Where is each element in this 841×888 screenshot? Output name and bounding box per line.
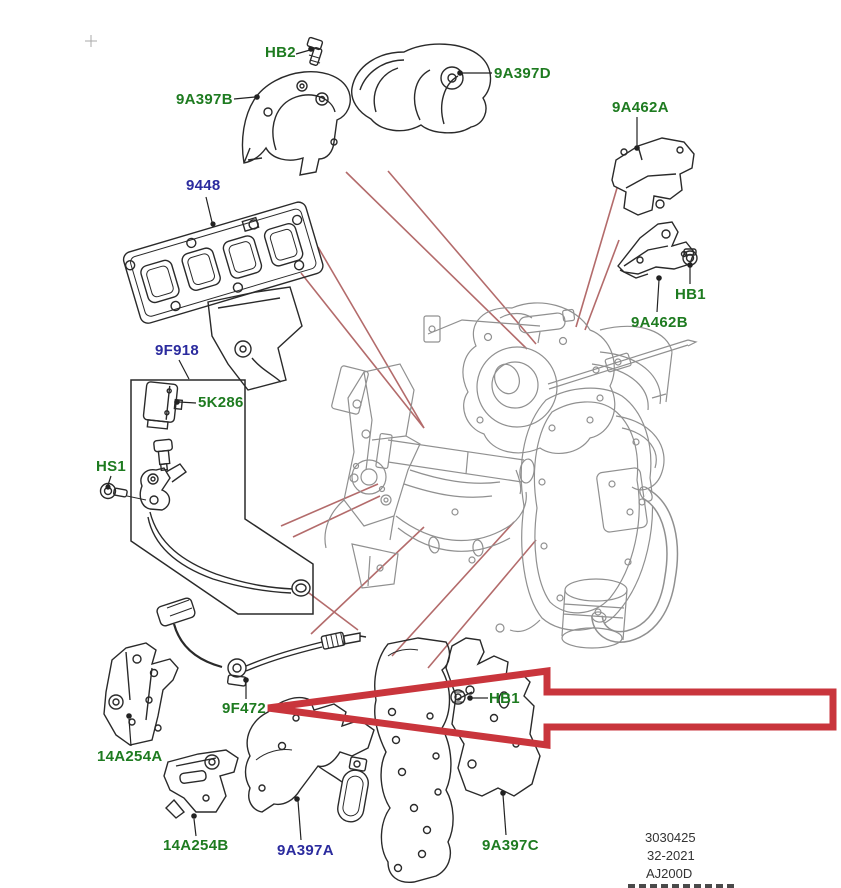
solenoid-5k286	[142, 381, 184, 430]
part-label-14a254a: 14A254A	[97, 748, 163, 765]
small-sensor	[153, 438, 173, 472]
part-drawings	[99, 36, 698, 883]
kit-box-9f918	[130, 379, 314, 615]
heat-shield-9a397c	[445, 637, 541, 797]
part-label-14a254b: 14A254B	[163, 837, 229, 854]
bolt-hb2	[306, 36, 324, 66]
red-leader-lines	[280, 170, 620, 669]
footer-drawing-number: 3030425	[645, 830, 696, 845]
engine-assembly-illustration	[324, 302, 698, 649]
part-label-9a397a: 9A397A	[277, 842, 334, 859]
sensor-9f472	[156, 597, 367, 687]
part-label-9a462a: 9A462A	[612, 99, 669, 116]
egr-pipe	[147, 511, 311, 597]
bolt-hb1-bottom	[450, 689, 466, 705]
bracket-9a462a	[611, 137, 695, 216]
highlight-arrow-9f472	[267, 667, 837, 749]
part-label-hb2: HB2	[265, 44, 296, 61]
lower-manifold-shield	[207, 286, 303, 391]
part-label-hb1-bottom: HB1	[489, 690, 520, 707]
bracket-14a254b	[163, 749, 239, 819]
footer-issue-date: 32-2021	[647, 848, 695, 863]
bracket-14a254a	[103, 642, 179, 746]
clamp-bracket	[139, 463, 187, 511]
bracket-9a462b	[617, 221, 695, 279]
heat-shield-9a397b	[241, 71, 351, 176]
part-label-5k286: 5K286	[198, 394, 244, 411]
gasket-9448	[122, 201, 324, 324]
part-label-hs1: HS1	[96, 458, 127, 475]
part-label-9f918: 9F918	[155, 342, 200, 359]
part-label-9a397d: 9A397D	[494, 65, 551, 82]
footer-clipped-line	[628, 884, 738, 888]
heat-shield-9a397d	[351, 43, 492, 134]
part-label-9448: 9448	[186, 177, 221, 194]
part-label-9f472: 9F472	[222, 700, 267, 717]
heat-shield-center	[374, 637, 454, 883]
footer-engine-code: AJ200D	[646, 866, 693, 881]
part-label-hb1-right: HB1	[675, 286, 706, 303]
part-label-9a462b: 9A462B	[631, 314, 688, 331]
part-label-9a397c: 9A397C	[482, 837, 539, 854]
part-label-9a397b: 9A397B	[176, 91, 233, 108]
label-leader-lines	[105, 46, 693, 841]
registration-cross-mark	[85, 35, 97, 47]
